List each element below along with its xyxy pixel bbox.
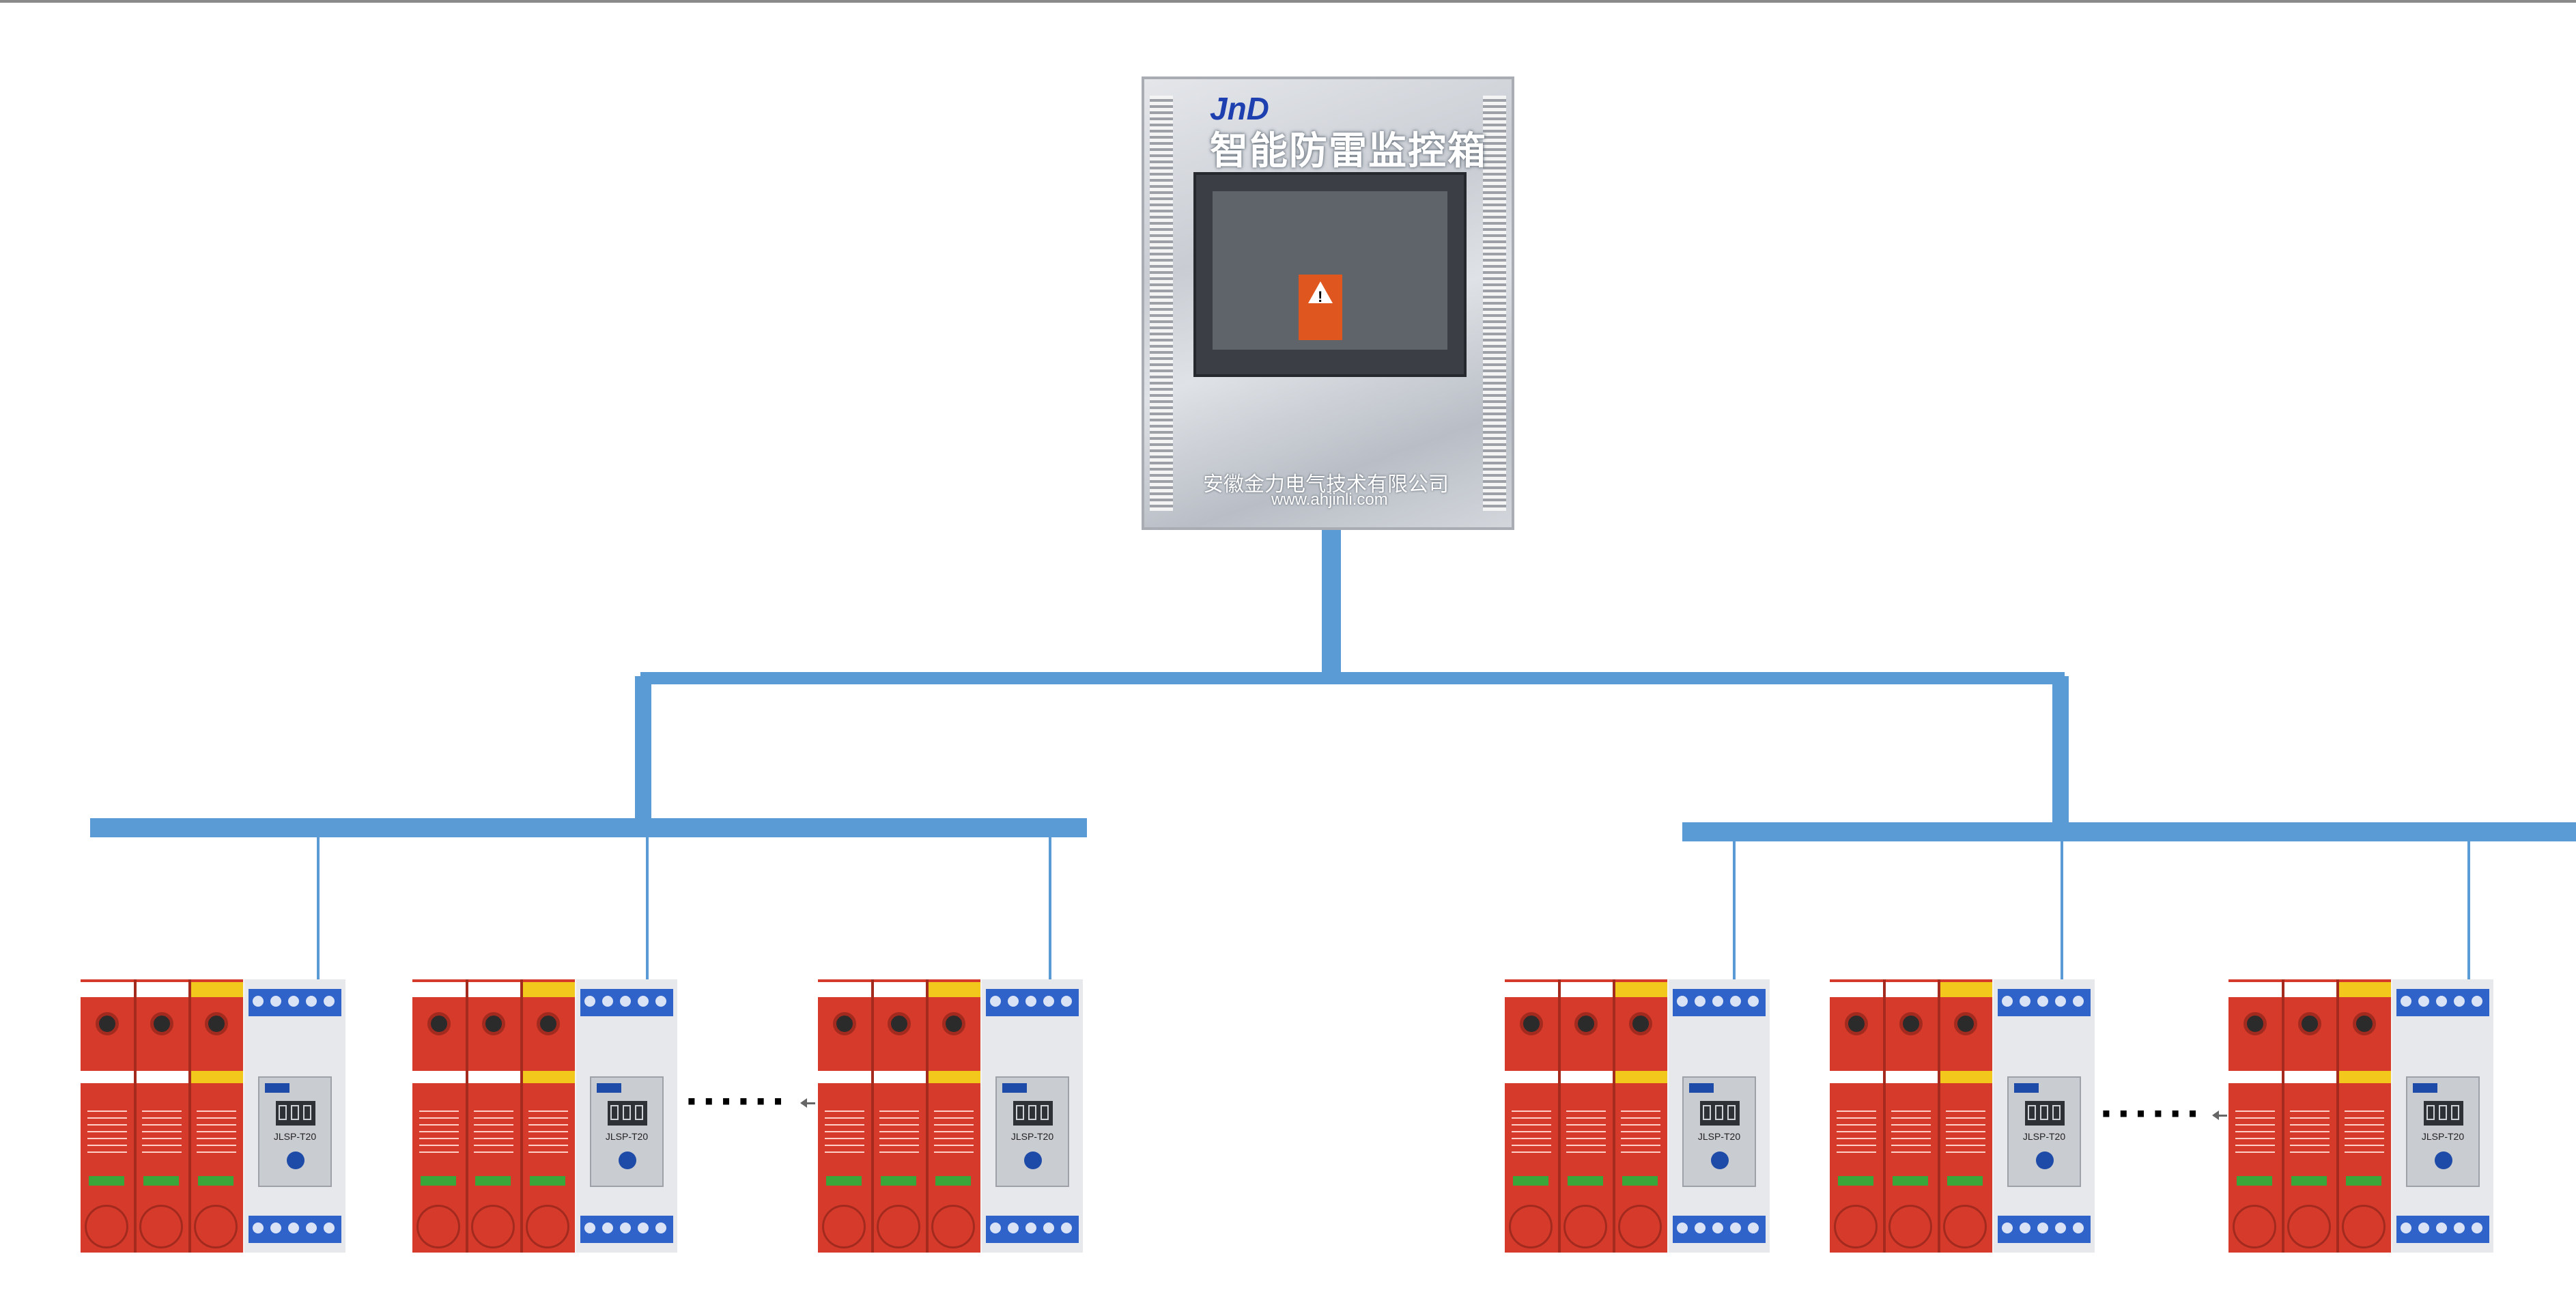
terminal-block-top [986, 989, 1079, 1016]
drop-line-right-3 [2467, 841, 2470, 986]
arrow-left-icon [800, 1098, 815, 1108]
terminal-block-top [249, 989, 341, 1016]
status-knob-icon [1024, 1151, 1042, 1169]
monitor-panel: JLSP-T20 [258, 1076, 332, 1187]
screw-icon [833, 1012, 856, 1035]
module-model-label: JLSP-T20 [2421, 1131, 2465, 1142]
drop-line-right-2 [2061, 841, 2063, 986]
top-border-line [0, 0, 2576, 3]
drop-line-left-2 [646, 837, 649, 986]
screw-icon [537, 1012, 560, 1035]
monitor-panel: JLSP-T20 [1682, 1076, 1756, 1187]
surge-protector-right-2[interactable]: JLSP-T20 [1830, 979, 2095, 1253]
surge-protector-left-2[interactable]: JLSP-T20 [412, 979, 677, 1253]
monitor-panel: JLSP-T20 [2007, 1076, 2081, 1187]
drop-line-right-1 [1733, 841, 1736, 986]
left-branch-vertical [635, 676, 651, 824]
screw-icon [2298, 1012, 2321, 1035]
lcd-display [1013, 1101, 1053, 1126]
warning-triangle-icon: ! [1299, 275, 1342, 340]
screw-icon [1845, 1012, 1868, 1035]
terminal-block-bottom [1673, 1216, 1766, 1243]
screw-icon [1629, 1012, 1652, 1035]
module-model-label: JLSP-T20 [273, 1131, 317, 1142]
screw-icon [205, 1012, 228, 1035]
module-model-label: JLSP-T20 [1697, 1131, 1741, 1142]
terminal-block-top [1673, 989, 1766, 1016]
screw-icon [427, 1012, 451, 1035]
monitor-panel: JLSP-T20 [590, 1076, 664, 1187]
terminal-block-bottom [2396, 1216, 2489, 1243]
right-group-bus [1682, 822, 2576, 841]
lightning-protection-monitor-box[interactable]: JnD 智能防雷监控箱 ! 安徽金力电气技术有限公司 www.ahjinli.c… [1142, 76, 1514, 530]
company-name: 安徽金力电气技术有限公司 [1203, 473, 1449, 496]
cabinet-vent-ribs-right [1483, 96, 1506, 511]
screw-icon [1574, 1012, 1598, 1035]
monitor-panel: JLSP-T20 [995, 1076, 1069, 1187]
drop-line-left-1 [317, 837, 320, 986]
monitor-panel: JLSP-T20 [2406, 1076, 2480, 1187]
display-window [1193, 172, 1467, 377]
terminal-block-top [580, 989, 673, 1016]
status-knob-icon [1711, 1151, 1729, 1169]
status-knob-icon [2435, 1151, 2452, 1169]
screw-icon [1954, 1012, 1977, 1035]
upper-bus-horizontal [640, 672, 2065, 684]
terminal-block-bottom [1998, 1216, 2091, 1243]
screw-icon [150, 1012, 173, 1035]
drop-line-left-3 [1049, 837, 1051, 986]
terminal-block-top [1998, 989, 2091, 1016]
ellipsis-right-group: ······ [2100, 1089, 2204, 1138]
screw-icon [2353, 1012, 2376, 1035]
left-group-bus [90, 818, 1087, 837]
terminal-block-bottom [580, 1216, 673, 1243]
status-knob-icon [2036, 1151, 2054, 1169]
screw-icon [1899, 1012, 1923, 1035]
module-model-label: JLSP-T20 [605, 1131, 649, 1142]
brand-logo: JnD [1210, 91, 1269, 126]
company-url: www.ahjinli.com [1271, 490, 1388, 509]
lcd-display [608, 1101, 647, 1126]
lcd-display [2424, 1101, 2463, 1126]
terminal-block-bottom [249, 1216, 341, 1243]
surge-protector-right-1[interactable]: JLSP-T20 [1505, 979, 1770, 1253]
ellipsis-left-group: ······ [685, 1076, 789, 1126]
module-model-label: JLSP-T20 [2022, 1131, 2066, 1142]
cabinet-vent-ribs-left [1150, 96, 1173, 511]
surge-protector-left-1[interactable]: JLSP-T20 [81, 979, 345, 1253]
arrow-left-icon [2212, 1111, 2227, 1120]
surge-protector-right-3[interactable]: JLSP-T20 [2228, 979, 2493, 1253]
terminal-block-top [2396, 989, 2489, 1016]
screw-icon [96, 1012, 119, 1035]
lcd-display [1700, 1101, 1740, 1126]
screw-icon [2244, 1012, 2267, 1035]
terminal-block-bottom [986, 1216, 1079, 1243]
screw-icon [482, 1012, 505, 1035]
surge-protector-left-3[interactable]: JLSP-T20 [818, 979, 1083, 1253]
status-knob-icon [619, 1151, 636, 1169]
lcd-display [2025, 1101, 2065, 1126]
screw-icon [888, 1012, 911, 1035]
monitor-box-title: 智能防雷监控箱 [1210, 129, 1487, 172]
right-branch-vertical [2052, 676, 2069, 829]
status-knob-icon [287, 1151, 305, 1169]
screw-icon [1520, 1012, 1543, 1035]
main-trunk-vertical [1322, 530, 1341, 676]
module-model-label: JLSP-T20 [1010, 1131, 1054, 1142]
screw-icon [942, 1012, 965, 1035]
lcd-display [276, 1101, 315, 1126]
